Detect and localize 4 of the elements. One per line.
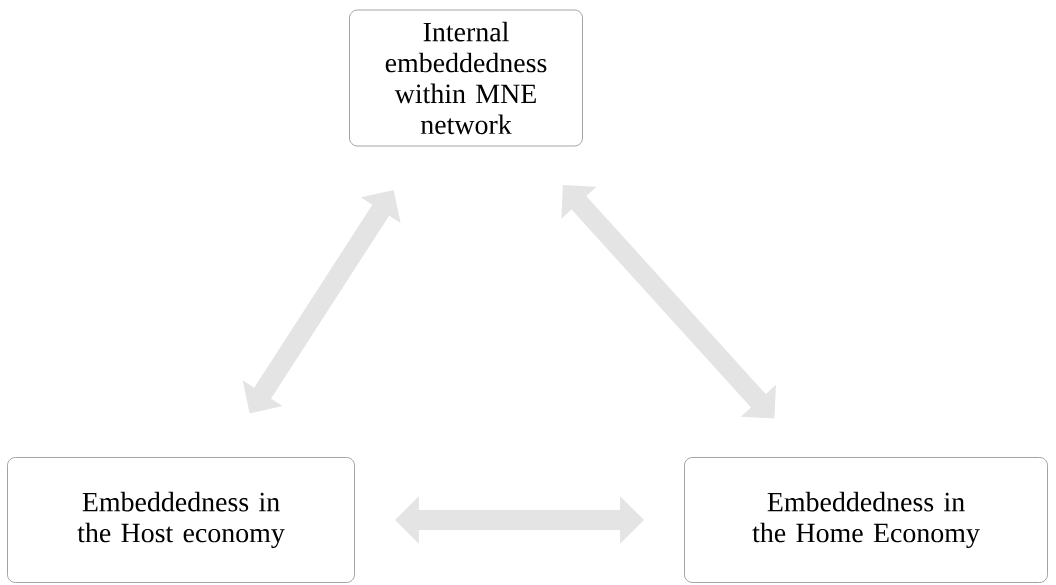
text-box: Internal embeddedness within MNE network <box>349 9 583 147</box>
text-box: Embeddedness in the Home Economy <box>684 457 1048 583</box>
double-arrow <box>561 185 776 419</box>
text-box: Embeddedness in the Host economy <box>7 457 355 583</box>
